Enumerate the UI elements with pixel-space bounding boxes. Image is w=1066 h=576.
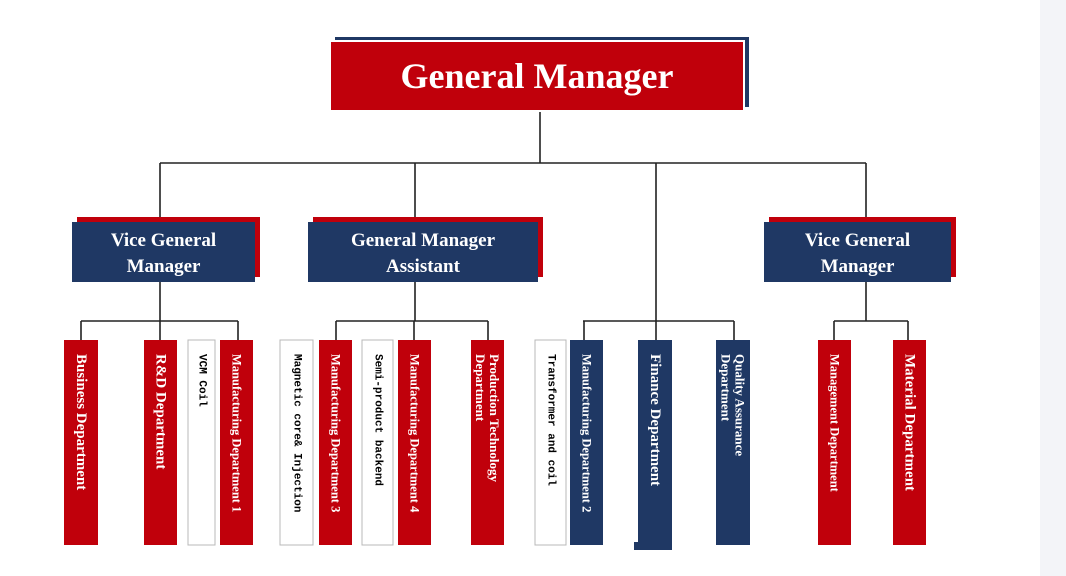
manager-box — [764, 222, 951, 282]
manager-box-label: Manager — [127, 256, 201, 277]
manager-box — [72, 222, 255, 282]
department-box — [570, 340, 603, 545]
manager-box-label: General Manager — [351, 230, 496, 251]
department-label: Transformer and coil — [545, 354, 557, 486]
department-box — [471, 340, 504, 545]
department-label: Business Department — [73, 354, 89, 490]
department-label: Magnetic core& Injection — [291, 354, 303, 512]
department-box-base — [634, 542, 672, 550]
department-box — [361, 339, 394, 546]
department-label: Manufacturing Department 4 — [408, 354, 422, 513]
manager-box-label: Vice General — [111, 230, 216, 251]
top-box-label: General Manager — [401, 56, 674, 96]
department-label: Semi-product backend — [372, 354, 384, 486]
top-box — [329, 40, 745, 112]
department-box — [638, 340, 672, 545]
department-box — [144, 340, 177, 545]
department-box — [187, 339, 216, 546]
department-box — [893, 340, 926, 545]
department-box — [716, 340, 750, 545]
department-box — [279, 339, 314, 546]
department-label: Quality Assurance — [733, 354, 748, 456]
department-box — [220, 340, 253, 545]
manager-box-label: Assistant — [386, 256, 461, 277]
manager-box-label: Manager — [821, 256, 895, 277]
department-label: Production Technology — [487, 354, 502, 482]
department-label: R&D Department — [153, 354, 169, 469]
manager-box — [308, 222, 538, 282]
department-box — [64, 340, 98, 545]
department-box — [319, 340, 352, 545]
department-label: Material Department — [902, 354, 918, 491]
department-label: Management Department — [828, 354, 842, 493]
department-label: Department — [473, 354, 488, 422]
department-label: Finance Department — [647, 354, 663, 486]
department-label: Department — [719, 354, 734, 422]
department-label: Manufacturing Department 1 — [230, 354, 244, 512]
department-box — [398, 340, 431, 545]
department-label: VCM Coil — [196, 354, 208, 407]
manager-box-label: Vice General — [805, 230, 910, 251]
department-box — [534, 339, 567, 546]
department-label: Manufacturing Department 3 — [329, 354, 343, 512]
page-side-strip — [1040, 0, 1066, 576]
department-box — [818, 340, 851, 545]
department-label: Manufacturing Department 2 — [580, 354, 594, 512]
